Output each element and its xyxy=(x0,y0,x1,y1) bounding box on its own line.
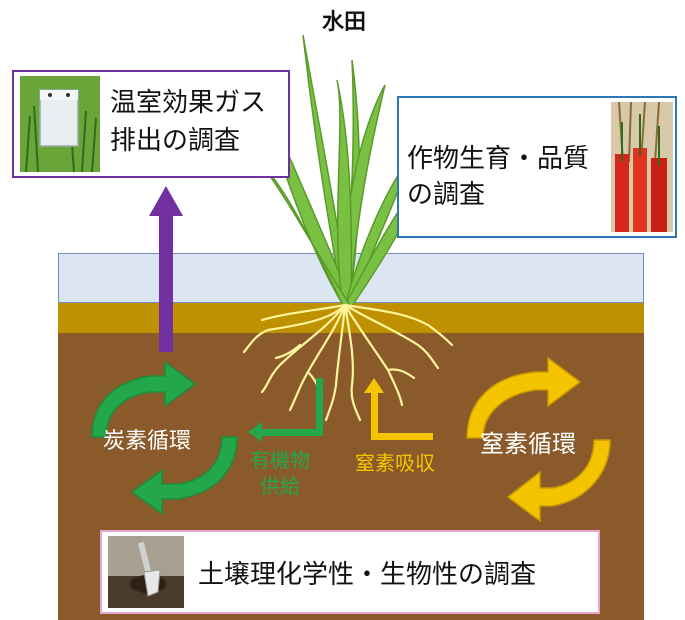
rice-sample-photo-icon xyxy=(611,102,673,232)
crop-box-line1: 作物生育・品質 xyxy=(407,144,590,174)
rice-root xyxy=(343,303,440,370)
rice-root xyxy=(343,303,454,347)
rice-root xyxy=(386,368,416,380)
ghg-box-line1: 温室効果ガス xyxy=(110,88,267,118)
nitrogen-uptake-arrow xyxy=(364,378,433,440)
carbon-cycle-arrow-top xyxy=(91,360,197,438)
emission-arrow xyxy=(149,186,183,352)
organic-supply-label-line2: 供給 xyxy=(260,474,300,498)
carbon-cycle-arrow-bottom xyxy=(130,436,238,516)
carbon-cycle-label: 炭素循環 xyxy=(103,429,192,454)
ghg-box-line2: 排出の調査 xyxy=(110,126,241,156)
carbon-cycle-arrows xyxy=(91,360,238,516)
rice-root xyxy=(274,343,302,360)
soil-sampling-photo-icon xyxy=(108,536,184,608)
nitrogen-cycle-arrow-right xyxy=(506,439,611,523)
rice-root xyxy=(343,303,362,422)
crop-survey-box: 作物生育・品質 の調査 xyxy=(397,96,677,238)
soil-survey-box: 土壌理化学性・生物性の調査 xyxy=(100,530,600,614)
crop-box-line2: の調査 xyxy=(407,180,486,210)
nitrogen-cycle-arrow-top xyxy=(466,356,582,439)
organic-supply-label-line1: 有機物 xyxy=(250,448,310,472)
rice-root xyxy=(324,303,347,422)
rice-root xyxy=(242,303,347,354)
nitrogen-uptake-label: 窒素吸収 xyxy=(355,451,435,475)
ghg-survey-box: 温室効果ガス 排出の調査 xyxy=(12,70,290,178)
rice-root xyxy=(260,303,347,394)
nitrogen-cycle-arrows xyxy=(466,356,611,523)
rice-leaf xyxy=(336,79,353,307)
chamber-photo-icon xyxy=(20,76,100,172)
soil-box-text: 土壌理化学性・生物性の調査 xyxy=(198,560,537,590)
diagram-title: 水田 xyxy=(322,10,367,35)
organic-supply-arrow xyxy=(248,378,323,442)
rice-root xyxy=(260,303,347,322)
nitrogen-cycle-label: 窒素循環 xyxy=(480,430,576,458)
